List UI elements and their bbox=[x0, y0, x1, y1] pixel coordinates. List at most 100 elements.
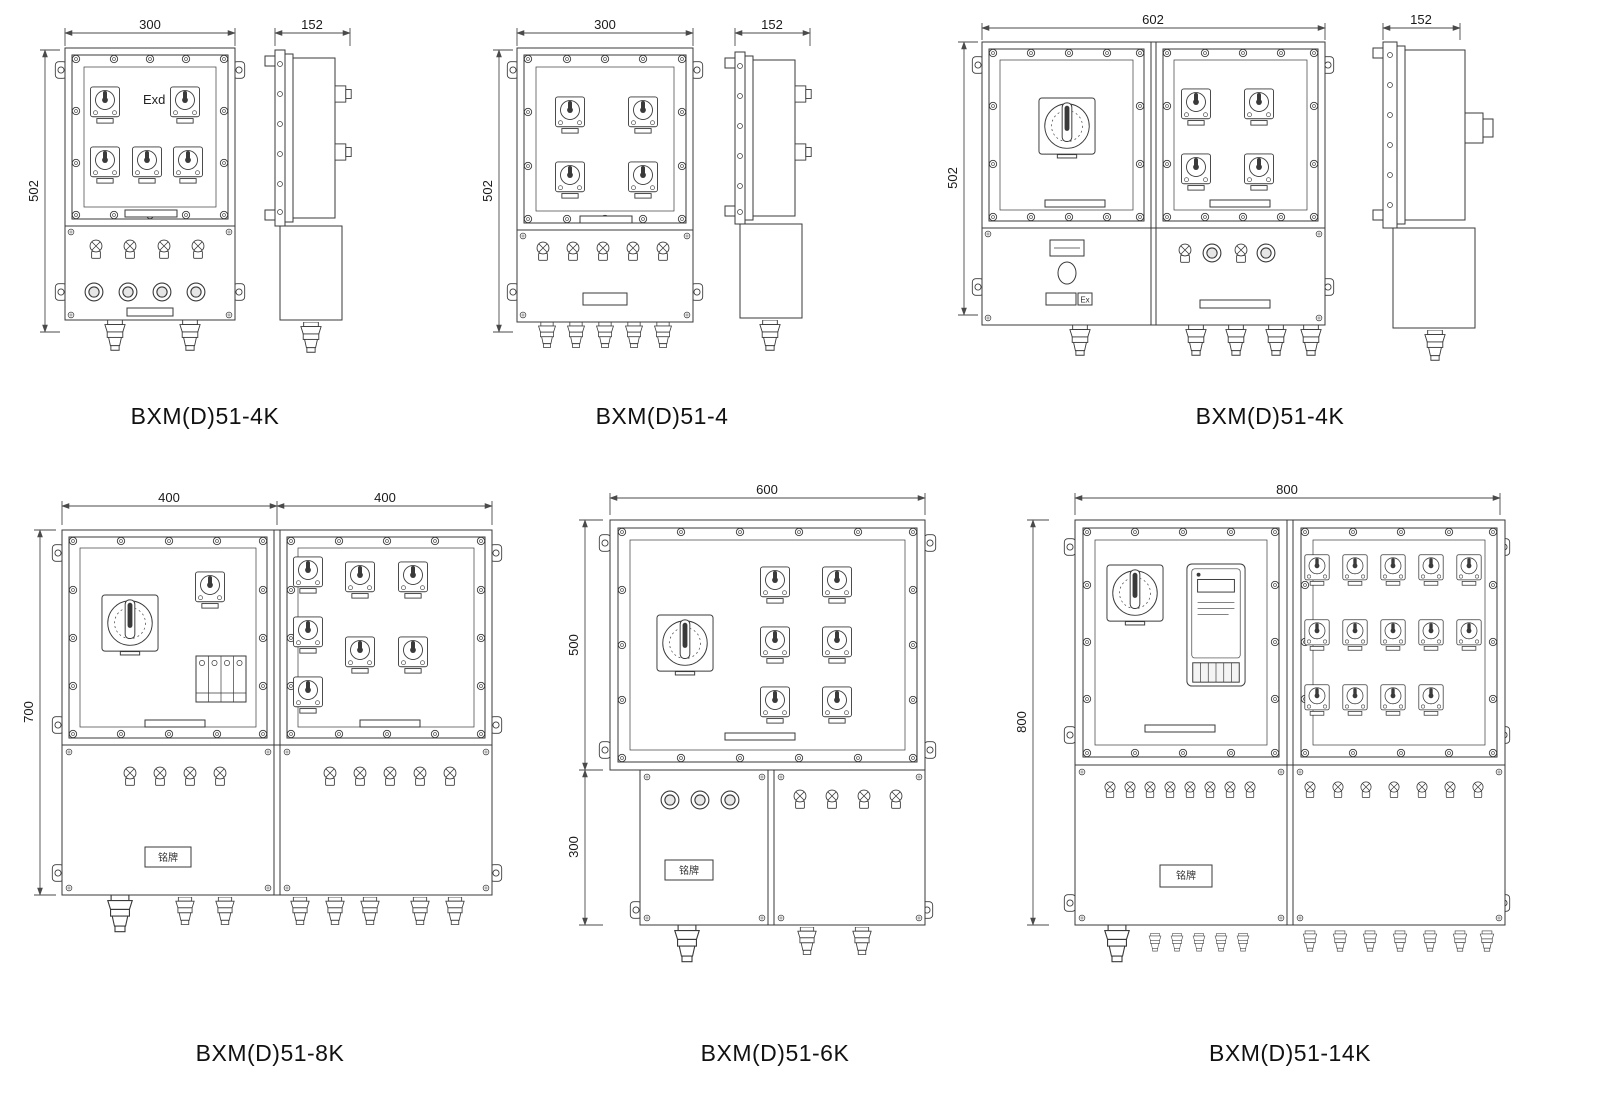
fig4-main-rotary-switch bbox=[101, 594, 159, 656]
fig3-main-rotary-switch bbox=[1038, 97, 1096, 159]
fig5-lower-height-label: 300 bbox=[566, 836, 581, 858]
fig5-front-view: 600 500 300 bbox=[566, 482, 937, 1066]
fig2-front-view: 300 502 BXM(D)51-4 bbox=[480, 17, 728, 429]
fig2-side-switch-shaft bbox=[795, 143, 812, 161]
fig1-side-switch-shaft bbox=[335, 143, 352, 161]
fig4-left-width-label: 400 bbox=[158, 490, 180, 505]
fig5-cable-glands bbox=[674, 925, 872, 963]
fig6-upper-enclosure bbox=[1074, 519, 1506, 766]
fig4-nameplate bbox=[144, 846, 192, 868]
fig3-height-label: 502 bbox=[945, 167, 960, 189]
fig5-dim-width: 600 bbox=[609, 482, 926, 515]
fig1-height-label: 502 bbox=[26, 180, 41, 202]
fig6-main-rotary-switch bbox=[1106, 564, 1164, 626]
fig2-side-width-label: 152 bbox=[761, 17, 783, 32]
fig2-width-label: 300 bbox=[594, 17, 616, 32]
fig2-height-label: 502 bbox=[480, 180, 495, 202]
fig2-side-view: 152 bbox=[724, 17, 812, 351]
fig4-caption: BXM(D)51-8K bbox=[196, 1040, 345, 1066]
fig5-lower-enclosure: 铭牌 bbox=[639, 769, 926, 926]
fig4-lower-enclosure: 铭牌 bbox=[61, 744, 493, 896]
fig4-cable-glands bbox=[107, 895, 465, 933]
fig3-side-handle-knob bbox=[1482, 118, 1494, 138]
fig1-side-dim: 152 bbox=[274, 17, 351, 46]
fig2-caption: BXM(D)51-4 bbox=[596, 403, 729, 429]
fig5-pushbuttons bbox=[660, 790, 740, 810]
fig3-cable-glands bbox=[1069, 325, 1322, 356]
fig6-nameplate bbox=[1159, 864, 1213, 888]
fig3-dim-height: 502 bbox=[945, 41, 978, 316]
fig4-dim-height: 700 bbox=[21, 529, 56, 896]
fig2-side-dim: 152 bbox=[734, 17, 811, 46]
fig3-lower-right-strip bbox=[1199, 299, 1271, 309]
fig4-nameplate-label: 铭牌 bbox=[158, 851, 178, 864]
fig4-right-width-label: 400 bbox=[374, 490, 396, 505]
fig2-dim-width: 300 bbox=[516, 17, 694, 46]
fig3-upper-enclosure bbox=[981, 41, 1326, 229]
fig3-side-gland bbox=[1424, 330, 1446, 361]
fig5-upper-height-label: 500 bbox=[566, 634, 581, 656]
fig4-height-label: 700 bbox=[21, 701, 36, 723]
fig3-oval-button bbox=[1057, 261, 1077, 285]
fig6-lower-enclosure: 铭牌 bbox=[1074, 764, 1506, 926]
fig1-warning-strip bbox=[124, 209, 178, 218]
fig3-warning-strip-left bbox=[1044, 199, 1106, 208]
fig3-dim-width: 602 bbox=[981, 12, 1326, 40]
fig4-warning-strip-right bbox=[359, 719, 421, 728]
fig6-cable-glands bbox=[1104, 925, 1495, 963]
fig4-dim-width-right: 400 bbox=[276, 490, 493, 525]
fig5-nameplate bbox=[664, 859, 714, 881]
fig5-dim-upper-height: 500 bbox=[566, 519, 603, 771]
fig3-ex-label: Ex bbox=[1080, 296, 1089, 305]
fig2-lower-label bbox=[582, 292, 628, 306]
fig1-lower-enclosure bbox=[64, 225, 236, 321]
fig5-width-label: 600 bbox=[756, 482, 778, 497]
fig6-warning-strip bbox=[1144, 724, 1216, 733]
fig2-warning-strip bbox=[579, 215, 633, 224]
fig4-warning-strip-left bbox=[144, 719, 206, 728]
fig5-main-rotary-switch bbox=[656, 614, 714, 676]
fig6-energy-meter bbox=[1186, 563, 1246, 687]
fig4-dim-width-left: 400 bbox=[61, 490, 278, 525]
fig2-lower-enclosure bbox=[516, 229, 694, 323]
fig6-nameplate-label: 铭牌 bbox=[1176, 869, 1196, 882]
fig5-nameplate-label: 铭牌 bbox=[679, 864, 699, 877]
fig3-side-view: 152 bbox=[1372, 12, 1494, 361]
fig1-side-gland bbox=[300, 322, 322, 353]
fig1-width-label: 300 bbox=[139, 17, 161, 32]
fig3-small-label bbox=[1045, 292, 1077, 306]
fig4-terminal-block bbox=[195, 655, 247, 703]
fig5-upper-enclosure bbox=[609, 519, 926, 771]
fig5-caption: BXM(D)51-6K bbox=[701, 1040, 850, 1066]
fig1-dim-width: 300 bbox=[64, 17, 236, 46]
fig2-cable-glands bbox=[538, 322, 672, 348]
fig3-lower-enclosure: Ex bbox=[981, 227, 1326, 326]
fig3-side-handle bbox=[1464, 112, 1484, 144]
fig2-side-switch-shaft bbox=[795, 85, 812, 103]
fig4-front-view: 400 400 700 bbox=[21, 490, 503, 1066]
fig6-front-view: 800 800 bbox=[1014, 482, 1511, 1066]
fig1-upper-enclosure: Exd bbox=[64, 47, 236, 227]
fig3-caption: BXM(D)51-4K bbox=[1196, 403, 1345, 429]
fig1-dim-height: 502 bbox=[26, 49, 60, 333]
fig2-dim-height: 502 bbox=[480, 49, 513, 333]
fig3-ex-tag bbox=[1077, 292, 1093, 306]
fig1-side-view: 152 bbox=[264, 17, 352, 353]
fig1-exd-marking: Exd bbox=[143, 92, 165, 107]
fig6-dim-width: 800 bbox=[1074, 482, 1501, 515]
fig6-width-label: 800 bbox=[1276, 482, 1298, 497]
fig1-caption: BXM(D)51-4K bbox=[131, 403, 280, 429]
fig4-upper-enclosure bbox=[61, 529, 493, 746]
fig3-front-view: 602 502 bbox=[945, 12, 1344, 429]
fig3-warning-strip-right bbox=[1209, 199, 1271, 208]
fig2-side-gland bbox=[759, 320, 781, 351]
fig2-upper-enclosure bbox=[516, 47, 694, 231]
fig1-cable-glands bbox=[104, 320, 201, 351]
fig1-lower-label-strip bbox=[126, 307, 174, 317]
fig3-width-label: 602 bbox=[1142, 12, 1164, 27]
fig1-side-switch-shaft bbox=[335, 85, 352, 103]
fig3-side-dim: 152 bbox=[1382, 12, 1461, 40]
fig1-side-width-label: 152 bbox=[301, 17, 323, 32]
